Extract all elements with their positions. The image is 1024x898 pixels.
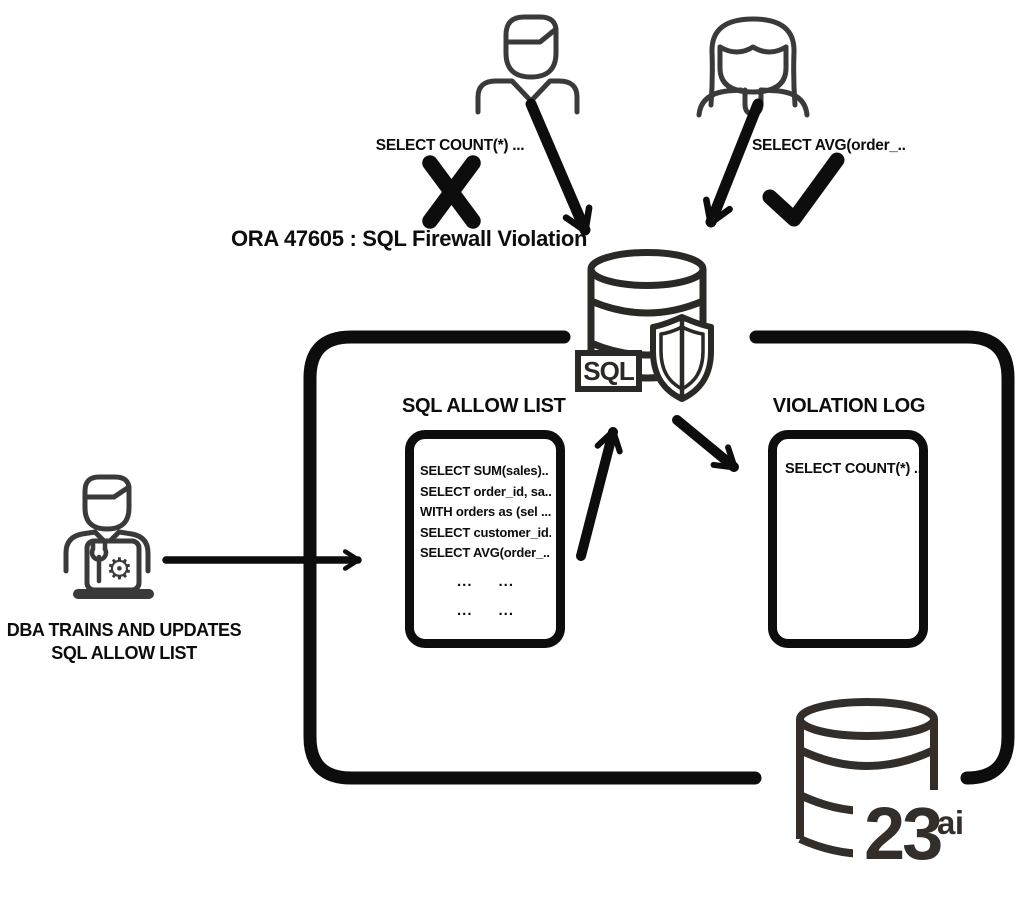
allow-list-entry: SELECT SUM(sales).. [420, 463, 549, 478]
database-23ai-icon [796, 698, 971, 874]
dba-caption-line1: DBA TRAINS AND UPDATES [6, 620, 242, 640]
x-mark-icon [422, 155, 481, 229]
frame-right-segment [749, 330, 1015, 785]
allow-list-entry: SELECT customer_id.. [420, 524, 551, 540]
allow-list-ellipsis-row: ... ... [456, 572, 515, 590]
allow-list-box: SELECT SUM(sales).. SELECT order_id, sa.… [405, 430, 565, 648]
allowlist-to-db-arrow [576, 427, 623, 561]
db-to-violationlog-arrow [672, 415, 739, 472]
sql-badge: SQL [575, 350, 642, 392]
user-male-icon [475, 14, 580, 115]
check-mark-icon [762, 152, 845, 227]
violation-log-entry: SELECT COUNT(*) ... [785, 461, 926, 477]
gear-icon: ⚙ [106, 552, 133, 587]
violation-message: ORA 47605 : SQL Firewall Violation [231, 226, 588, 251]
db-version-suffix: ai [937, 804, 964, 841]
dba-caption-line2: SQL ALLOW LIST [51, 643, 197, 663]
user-female-icon [696, 16, 810, 118]
blocked-query-label: SELECT COUNT(*) ... [375, 137, 525, 154]
blocked-query-arrow [525, 98, 593, 236]
dba-caption: DBA TRAINS AND UPDATES SQL ALLOW LIST [0, 619, 248, 665]
dba-user-icon: ⚙ [63, 474, 154, 599]
allowed-query-label: SELECT AVG(order_.. [752, 137, 906, 154]
db-version-number: 23 [864, 792, 943, 875]
allow-list-title: SQL ALLOW LIST [402, 395, 566, 417]
allow-list-entry: WITH orders as (sel ... [420, 504, 551, 520]
violation-log-box: SELECT COUNT(*) ... [768, 430, 928, 648]
allowed-query-arrow [703, 98, 764, 228]
allow-list-ellipsis-row: ... ... [456, 601, 515, 619]
shield-icon [650, 314, 714, 402]
allow-list-entry: SELECT order_id, sa... [420, 483, 551, 499]
logo-text-knockout [853, 790, 971, 874]
violation-log-title: VIOLATION LOG [772, 395, 926, 417]
allow-list-entry: SELECT AVG(order_.. [420, 545, 550, 561]
wrench-icon [89, 541, 109, 584]
